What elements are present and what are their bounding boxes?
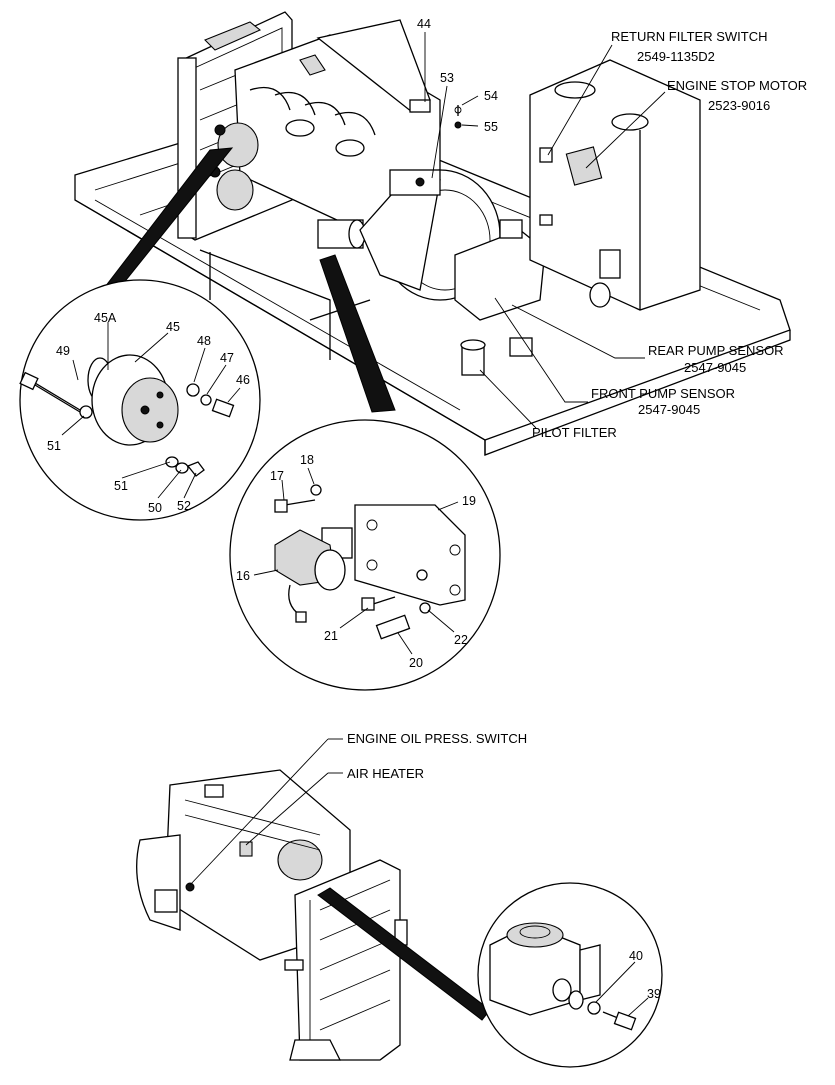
label-rear-pump-sensor: REAR PUMP SENSOR <box>648 343 784 358</box>
pilot-filter <box>460 339 486 376</box>
callout-39: 39 <box>647 987 661 1001</box>
label-engine-oil-press-switch: ENGINE OIL PRESS. SWITCH <box>347 731 527 746</box>
label-pilot-filter: PILOT FILTER <box>532 425 617 440</box>
callout-40: 40 <box>629 949 643 963</box>
callout-18: 18 <box>300 453 314 467</box>
engine-alternator <box>209 122 259 211</box>
callout-53: 53 <box>440 71 454 85</box>
label-engine-stop-motor: ENGINE STOP MOTOR <box>667 78 807 93</box>
callout-21: 21 <box>324 629 338 643</box>
label-front-pump-sensor-pn: 2547-9045 <box>638 402 700 417</box>
callout-54: 54 <box>484 89 498 103</box>
callout-46: 46 <box>236 373 250 387</box>
callout-51-lower: 51 <box>114 479 128 493</box>
label-air-heater: AIR HEATER <box>347 766 424 781</box>
callout-48: 48 <box>197 334 211 348</box>
callout-47: 47 <box>220 351 234 365</box>
callout-17: 17 <box>270 469 284 483</box>
label-return-filter-switch: RETURN FILTER SWITCH <box>611 29 767 44</box>
oil-switch-detail <box>477 882 663 1068</box>
callout-55: 55 <box>484 120 498 134</box>
stop-motor-detail <box>229 419 501 691</box>
alternator-detail <box>19 279 261 521</box>
callout-45: 45 <box>166 320 180 334</box>
callout-20: 20 <box>409 656 423 670</box>
callout-52: 52 <box>177 499 191 513</box>
leader-wedge-motor <box>319 254 396 413</box>
pump-housing <box>359 169 546 357</box>
leader-lines <box>61 32 666 1017</box>
callout-45a: 45A <box>94 311 117 325</box>
cover-bolt-parts <box>409 99 462 129</box>
hydraulic-tank <box>529 59 701 311</box>
lower-engine <box>136 769 408 1061</box>
label-rear-pump-sensor-pn: 2547-9045 <box>684 360 746 375</box>
callout-16: 16 <box>236 569 250 583</box>
callout-51-upper: 51 <box>47 439 61 453</box>
callout-19: 19 <box>462 494 476 508</box>
engine-block <box>234 19 441 249</box>
callout-50: 50 <box>148 501 162 515</box>
callout-22: 22 <box>454 633 468 647</box>
callout-49: 49 <box>56 344 70 358</box>
label-front-pump-sensor: FRONT PUMP SENSOR <box>591 386 735 401</box>
label-engine-stop-motor-pn: 2523-9016 <box>708 98 770 113</box>
label-return-filter-switch-pn: 2549-1135D2 <box>637 49 715 64</box>
callout-44: 44 <box>417 17 431 31</box>
